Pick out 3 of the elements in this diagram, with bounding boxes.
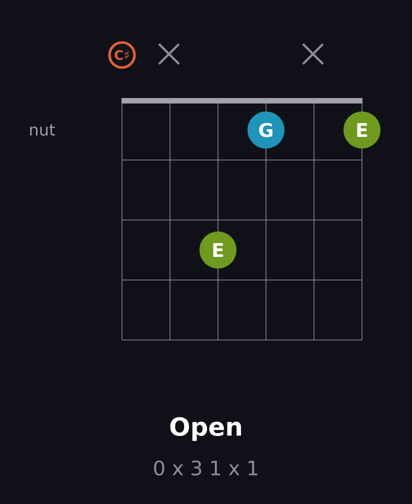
nut-label: nut <box>30 124 55 136</box>
chord-title: Open <box>170 417 241 441</box>
fingering-text: 0 x 3 1 x 1 <box>154 460 258 476</box>
